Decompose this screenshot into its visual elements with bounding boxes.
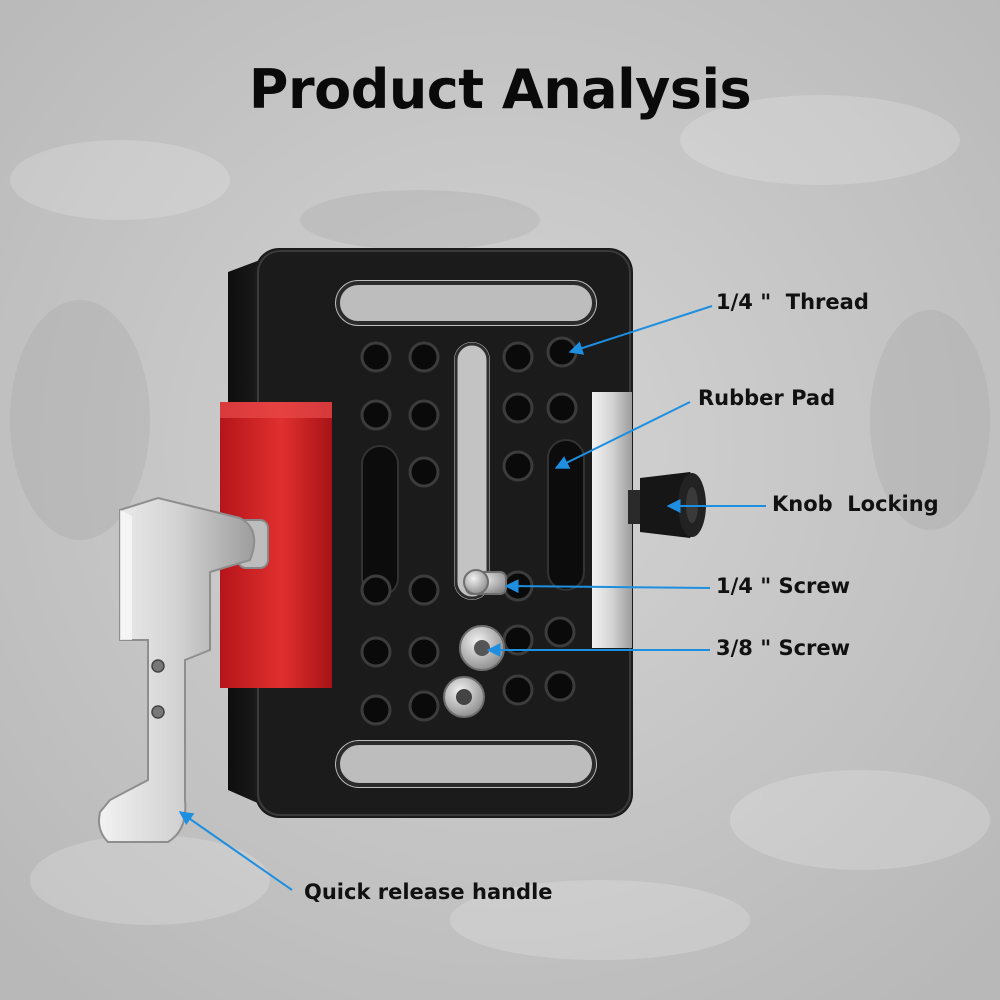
- thread-label: 1/4 " Thread: [716, 290, 869, 314]
- right-recess: [547, 439, 585, 591]
- page-title: Product Analysis: [248, 58, 752, 121]
- left-recess: [361, 445, 399, 597]
- locking-knob: [628, 472, 706, 538]
- top-slot: [335, 280, 597, 326]
- quarter-screw-label: 1/4 " Screw: [716, 574, 851, 598]
- mounting-plate: [255, 248, 633, 818]
- bottom-screw: [443, 676, 485, 718]
- three-eighths-screw: [459, 625, 505, 671]
- knob-label: Knob Locking: [772, 492, 939, 516]
- rubber-pad: [592, 392, 632, 648]
- handle-label: Quick release handle: [304, 880, 553, 904]
- thread-arrow: [568, 305, 713, 355]
- bottom-slot: [335, 740, 597, 788]
- center-slot: [454, 342, 490, 600]
- quarter-screw-arrow: [504, 579, 711, 594]
- three-eighths-screw-label: 3/8 " Screw: [716, 636, 851, 660]
- handle-arrow: [178, 811, 293, 891]
- rubber-pad-arrow: [554, 401, 691, 469]
- quarter-inch-screw: [463, 569, 507, 595]
- red-clamp: [220, 402, 332, 688]
- rubber-pad-label: Rubber Pad: [698, 386, 836, 410]
- quick-release-handle: [98, 496, 256, 843]
- threaded-holes: [360, 336, 578, 726]
